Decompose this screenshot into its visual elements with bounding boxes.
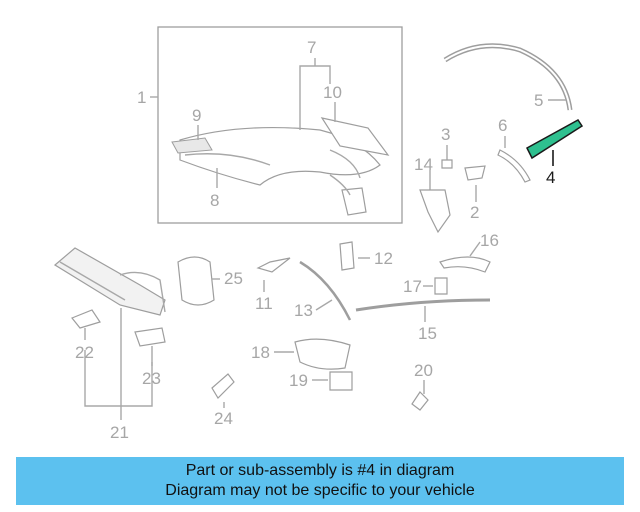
banner-line-2: Diagram may not be specific to your vehi… (165, 482, 475, 499)
part-label-19[interactable]: 19 (289, 371, 308, 390)
part-label-22[interactable]: 22 (75, 343, 94, 362)
banner-line-1: Part or sub-assembly is #4 in diagram (185, 462, 455, 479)
part-label-7[interactable]: 7 (307, 38, 316, 57)
bracket-23 (134, 327, 166, 347)
parts-diagram: 1 7 10 9 8 5 4 6 3 14 2 16 12 (53, 26, 584, 442)
part-label-11[interactable]: 11 (255, 294, 273, 313)
clip-22 (71, 309, 101, 329)
roof-assembly-box (157, 26, 403, 224)
roof-shell (179, 126, 381, 186)
part-label-18[interactable]: 18 (251, 343, 270, 362)
trim-strip-6 (497, 149, 531, 183)
part-label-20[interactable]: 20 (414, 361, 433, 380)
part-label-21[interactable]: 21 (110, 423, 129, 442)
rear-window (320, 117, 390, 156)
bracket-19 (329, 371, 353, 391)
part-label-13[interactable]: 13 (294, 301, 313, 320)
cover-18 (294, 338, 351, 370)
part-label-1[interactable]: 1 (137, 88, 146, 107)
mesh-panel (171, 137, 213, 154)
part-label-3[interactable]: 3 (441, 125, 450, 144)
part-label-12[interactable]: 12 (374, 249, 393, 268)
bolt-3 (441, 159, 453, 169)
pin-20 (411, 391, 429, 411)
panel-25 (177, 256, 215, 306)
part-label-8[interactable]: 8 (210, 191, 219, 210)
part-label-16[interactable]: 16 (480, 231, 499, 250)
part-label-17[interactable]: 17 (403, 277, 422, 296)
part-label-25[interactable]: 25 (224, 269, 243, 288)
part-label-5[interactable]: 5 (534, 91, 543, 110)
roof-latch (341, 187, 367, 216)
trim-16 (439, 256, 491, 273)
rail-15 (355, 298, 491, 312)
part-label-6[interactable]: 6 (498, 116, 507, 135)
bracket-24 (211, 373, 235, 399)
part-label-14[interactable]: 14 (414, 155, 433, 174)
part-label-9[interactable]: 9 (192, 106, 201, 125)
part-label-2[interactable]: 2 (470, 203, 479, 222)
highlighted-part-4[interactable] (526, 119, 584, 160)
part-label-4[interactable]: 4 (546, 168, 555, 187)
linkage-11 (256, 257, 291, 273)
part-label-10[interactable]: 10 (323, 83, 342, 102)
hinge-14 (419, 189, 451, 234)
info-banner: Part or sub-assembly is #4 in diagram Di… (16, 457, 624, 505)
tonneau-frame-21 (53, 247, 166, 316)
clip-17 (434, 277, 448, 295)
part-label-24[interactable]: 24 (214, 409, 233, 428)
part-label-15[interactable]: 15 (418, 324, 437, 343)
part-label-23[interactable]: 23 (142, 369, 161, 388)
cable-13 (299, 260, 352, 321)
bracket-12 (339, 241, 355, 271)
